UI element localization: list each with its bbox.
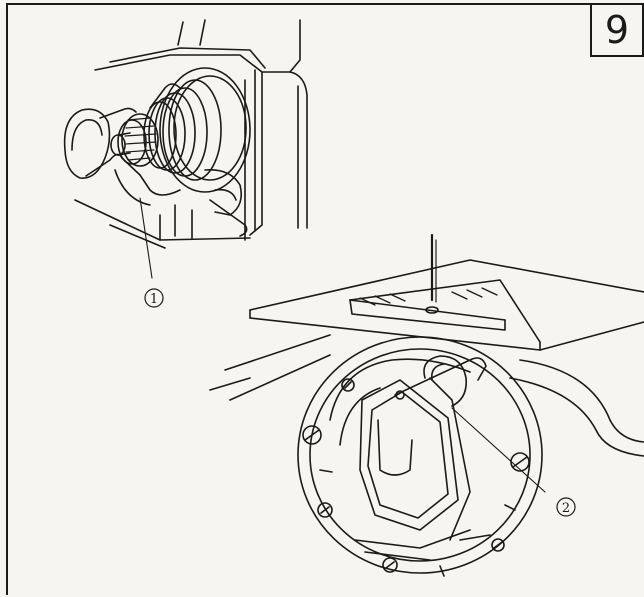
callout-1-label: 1	[150, 292, 158, 307]
figure-frame	[6, 3, 642, 595]
tension-assembly-drawing	[63, 19, 308, 308]
figure-number: 9	[604, 8, 630, 52]
callout-2-label: 2	[562, 501, 570, 516]
figure-number-box: 9	[590, 3, 644, 57]
rotary-hook-drawing	[209, 233, 644, 577]
